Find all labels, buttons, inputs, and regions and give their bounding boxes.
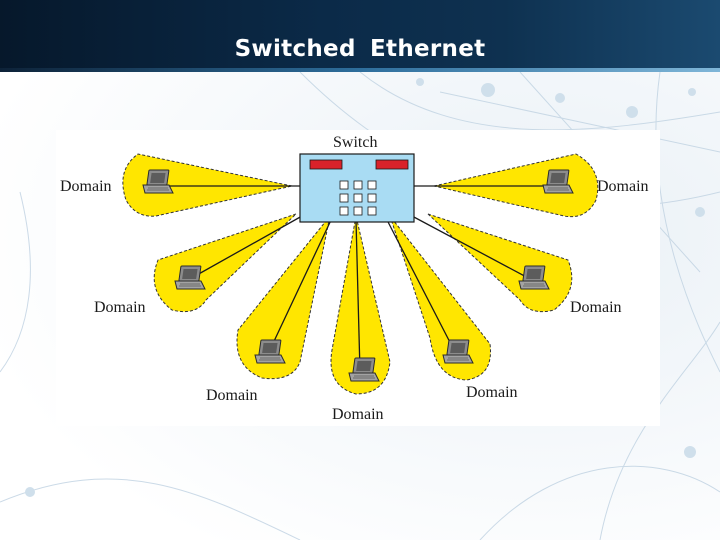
switch-ports xyxy=(339,180,377,216)
switch xyxy=(299,153,415,223)
domain-label-mid-left: Domain xyxy=(94,299,146,316)
domain-label-right: Domain xyxy=(597,178,649,195)
title-bar xyxy=(0,0,720,72)
domain-cone-lower-right xyxy=(389,215,491,381)
domain-cone-lower-left xyxy=(236,215,331,380)
links xyxy=(156,185,556,373)
domain-label-left: Domain xyxy=(60,178,112,195)
switch-led-left xyxy=(309,159,343,170)
title-underline xyxy=(0,68,720,72)
switch-led-right xyxy=(375,159,409,170)
domain-label-lower-left: Domain xyxy=(206,387,258,404)
domain-label-bottom: Domain xyxy=(332,406,384,423)
domain-cone-right xyxy=(433,153,599,218)
domain-label-mid-right: Domain xyxy=(570,299,622,316)
switched-ethernet-diagram: Switch Domain Domain Domain Domain Domai… xyxy=(56,130,660,426)
slide-title: Switched Ethernet xyxy=(234,36,486,62)
domain-label-lower-right: Domain xyxy=(466,384,518,401)
switch-label: Switch xyxy=(333,134,377,151)
domain-cone-bottom xyxy=(330,215,391,395)
